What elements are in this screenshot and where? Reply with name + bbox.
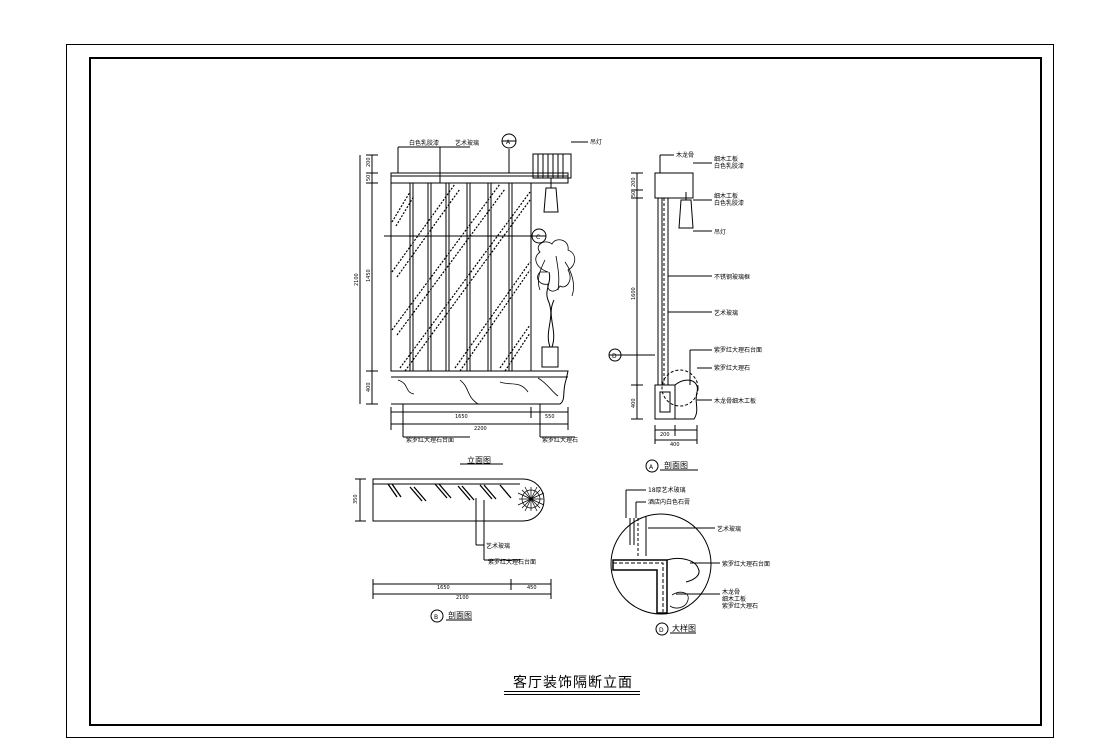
dd-label-0: 18厚艺术玻璃 (648, 486, 686, 494)
sa-label-8: 紫罗红大理石台面 (714, 346, 762, 354)
section-b-caption: 剖面图 (448, 610, 472, 620)
glass-panel-frame (390, 182, 532, 372)
section-b-plan (372, 478, 545, 522)
dim-v-1450: 1450 (366, 269, 372, 282)
sa-label-1: 细木工板 (714, 155, 738, 163)
section-lamp (678, 199, 694, 229)
section-b-view (355, 478, 552, 623)
callout-c-letter: C (536, 234, 540, 241)
detail-circle (610, 513, 712, 615)
sb-dim-2100: 2100 (456, 595, 469, 601)
plant-pot (541, 346, 559, 368)
outer-border (66, 44, 1054, 738)
elevation-view (359, 133, 588, 465)
inner-border (89, 57, 1042, 726)
label-lamp: 吊灯 (590, 138, 602, 146)
section-a-view (608, 154, 712, 473)
sa-label-6: 不锈钢玻璃框 (714, 273, 750, 281)
section-a-caption: 剖面图 (664, 460, 688, 470)
dim-v-2100: 2100 (354, 273, 360, 286)
marble-base (391, 370, 569, 405)
sa-dim-h-200: 200 (660, 432, 670, 438)
callout-d-caption-letter: D (659, 627, 664, 634)
sa-label-10: 木龙骨细木工板 (714, 397, 756, 405)
sa-dim-400: 400 (631, 398, 637, 408)
label-marble-counter: 紫罗红大理石台面 (406, 436, 454, 444)
plant-stem (546, 271, 552, 348)
detail-d-view (610, 489, 720, 636)
dim-v-400: 400 (366, 382, 372, 392)
lamp-housing (532, 153, 572, 179)
drawing-title: 客厅装饰隔断立面 (513, 675, 633, 691)
elevation-caption: 立面图 (467, 455, 491, 465)
sa-label-3: 细木工板 (714, 192, 738, 200)
section-a-top-box (654, 172, 694, 199)
title-underline-2 (504, 694, 640, 695)
label-marble: 紫罗红大理石 (542, 436, 578, 444)
dim-v-50: 50 (366, 175, 372, 181)
sa-dim-50: 50 (631, 191, 637, 197)
sa-label-9: 紫罗红大理石 (714, 364, 750, 372)
dd-label-4: 木龙骨 (722, 588, 740, 596)
sb-dim-450: 450 (527, 585, 537, 591)
sa-dim-1600: 1600 (631, 287, 637, 300)
sa-label-4: 白色乳胶漆 (714, 199, 744, 207)
dd-label-5: 细木工板 (722, 595, 746, 603)
dim-h-1650: 1650 (455, 414, 468, 420)
callout-a-caption (645, 459, 659, 473)
callout-b-caption (430, 609, 444, 623)
sa-label-0: 木龙骨 (676, 151, 694, 159)
sa-dim-200: 200 (631, 177, 637, 187)
sb-label-glass: 艺术玻璃 (486, 542, 510, 550)
dd-label-6: 紫罗红大理石 (722, 602, 758, 610)
callout-a-caption-letter: A (649, 464, 654, 471)
title-underline (504, 691, 640, 692)
dd-label-1: 酒店内白色石膏 (648, 498, 690, 506)
plant-top-view (517, 486, 545, 512)
sb-dim-1650: 1650 (437, 585, 450, 591)
section-a-base (654, 384, 676, 420)
sa-label-7: 艺术玻璃 (714, 309, 738, 317)
dd-label-3: 紫罗红大理石台面 (722, 560, 770, 568)
label-white-paint: 白色乳胶漆 (409, 139, 439, 147)
dim-h-2200: 2200 (474, 426, 487, 432)
sa-label-2: 白色乳胶漆 (714, 162, 744, 170)
detail-marble-corner (612, 559, 668, 614)
callout-b-caption-letter: B (434, 614, 438, 621)
dd-label-2: 艺术玻璃 (717, 525, 741, 533)
detail-caption: 大样图 (672, 623, 696, 633)
sa-dim-h-400: 400 (670, 442, 680, 448)
callout-d-caption (655, 622, 669, 636)
plant-foliage (535, 239, 576, 297)
sb-dim-350: 350 (353, 494, 359, 504)
detail-d-marker (661, 369, 699, 407)
dim-h-550: 550 (545, 414, 555, 420)
pendant-lamp (543, 187, 559, 213)
callout-a-top-letter: A (506, 139, 511, 146)
sa-label-5: 吊灯 (714, 228, 726, 236)
label-art-glass: 艺术玻璃 (455, 139, 479, 147)
dim-v-200: 200 (366, 157, 372, 167)
sb-label-counter: 紫罗红大理石台面 (488, 558, 536, 566)
callout-d-side-letter: D (612, 353, 617, 360)
